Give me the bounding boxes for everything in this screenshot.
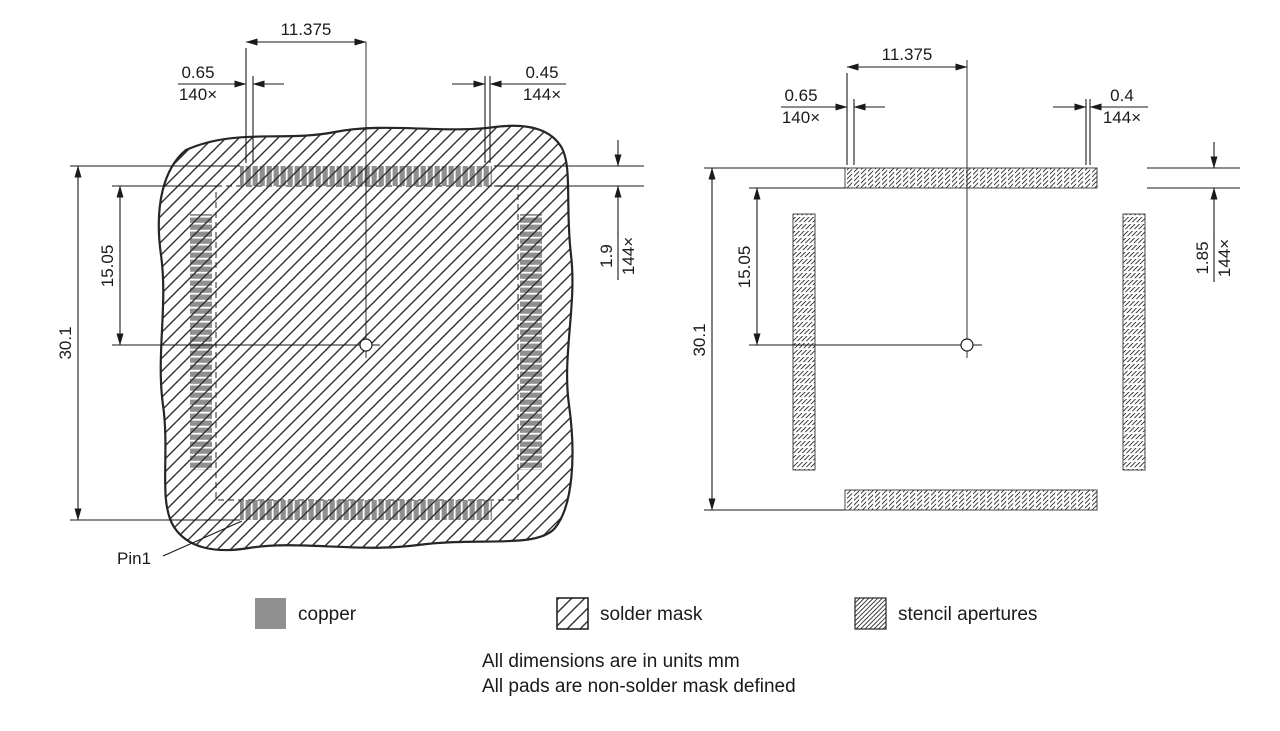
dim-center-offset: 11.375 bbox=[245, 20, 367, 46]
dim-half-span: 15.05 bbox=[735, 187, 845, 346]
dim-label-half-span: 15.05 bbox=[98, 245, 117, 288]
dim-label-pitch: 0.65 bbox=[181, 63, 214, 82]
dim-label-outer-span: 30.1 bbox=[56, 326, 75, 359]
note-units: All dimensions are in units mm bbox=[482, 651, 740, 672]
copper-view: 11.375 0.65 140× 0.45 144× 15.05 bbox=[56, 20, 644, 568]
legend-copper-swatch bbox=[255, 598, 286, 629]
solder-mask-hatch bbox=[158, 125, 573, 551]
dim-label-aperture-width-count: 144× bbox=[1103, 108, 1141, 127]
legend-stencil-apertures-label: stencil apertures bbox=[898, 604, 1037, 625]
dim-center-offset: 11.375 bbox=[846, 45, 968, 71]
center-mark bbox=[359, 338, 373, 352]
center-mark bbox=[960, 338, 974, 352]
stencil-aperture-row-bottom bbox=[844, 489, 1098, 511]
legend: copper solder mask stencil apertures bbox=[255, 597, 1037, 630]
stencil-view: 11.375 0.65 140× 0.4 144× 15.05 bbox=[690, 45, 1240, 511]
dim-label-aperture-length: 1.85 bbox=[1193, 241, 1212, 274]
dim-label-pad-width-count: 144× bbox=[523, 85, 561, 104]
pin1-callout: Pin1 bbox=[117, 520, 243, 568]
dim-label-half-span: 15.05 bbox=[735, 246, 754, 289]
stencil-aperture-column-left bbox=[792, 213, 816, 471]
dim-pitch: 0.65 140× bbox=[781, 73, 885, 165]
dim-label-center-offset: 11.375 bbox=[281, 20, 332, 39]
notes: All dimensions are in units mm All pads … bbox=[482, 651, 796, 697]
dim-label-pitch-count: 140× bbox=[179, 85, 217, 104]
dim-label-outer-span: 30.1 bbox=[690, 323, 709, 356]
dim-label-aperture-width: 0.4 bbox=[1110, 86, 1134, 105]
legend-copper-label: copper bbox=[298, 604, 357, 625]
legend-stencil-apertures-swatch bbox=[854, 597, 887, 630]
dim-label-center-offset: 11.375 bbox=[882, 45, 933, 64]
stencil-aperture-column-right bbox=[1122, 213, 1146, 471]
dim-pad-width: 0.45 144× bbox=[452, 63, 566, 163]
dim-label-pad-width: 0.45 bbox=[525, 63, 558, 82]
dim-pitch: 0.65 140× bbox=[178, 48, 284, 163]
dim-outer-span: 30.1 bbox=[56, 165, 240, 521]
dim-label-pitch-count: 140× bbox=[782, 108, 820, 127]
dim-pad-length: 1.9 144× bbox=[494, 140, 644, 280]
pin1-label: Pin1 bbox=[117, 549, 151, 568]
legend-solder-mask-label: solder mask bbox=[600, 604, 703, 625]
pin1-leader bbox=[162, 520, 243, 557]
dim-label-pad-length: 1.9 bbox=[597, 244, 616, 268]
dim-half-span: 15.05 bbox=[98, 185, 218, 346]
stencil-aperture-row-top bbox=[844, 167, 1098, 189]
dim-aperture-width: 0.4 144× bbox=[1053, 86, 1148, 165]
dim-aperture-length: 1.85 144× bbox=[1147, 142, 1240, 282]
dim-label-aperture-length-count: 144× bbox=[1215, 239, 1234, 277]
legend-solder-mask-swatch bbox=[556, 597, 589, 630]
dim-label-pad-length-count: 144× bbox=[619, 237, 638, 275]
board-outline bbox=[157, 124, 574, 552]
dim-label-pitch: 0.65 bbox=[784, 86, 817, 105]
dim-outer-span: 30.1 bbox=[690, 167, 845, 511]
note-mask-defined: All pads are non-solder mask defined bbox=[482, 676, 796, 697]
